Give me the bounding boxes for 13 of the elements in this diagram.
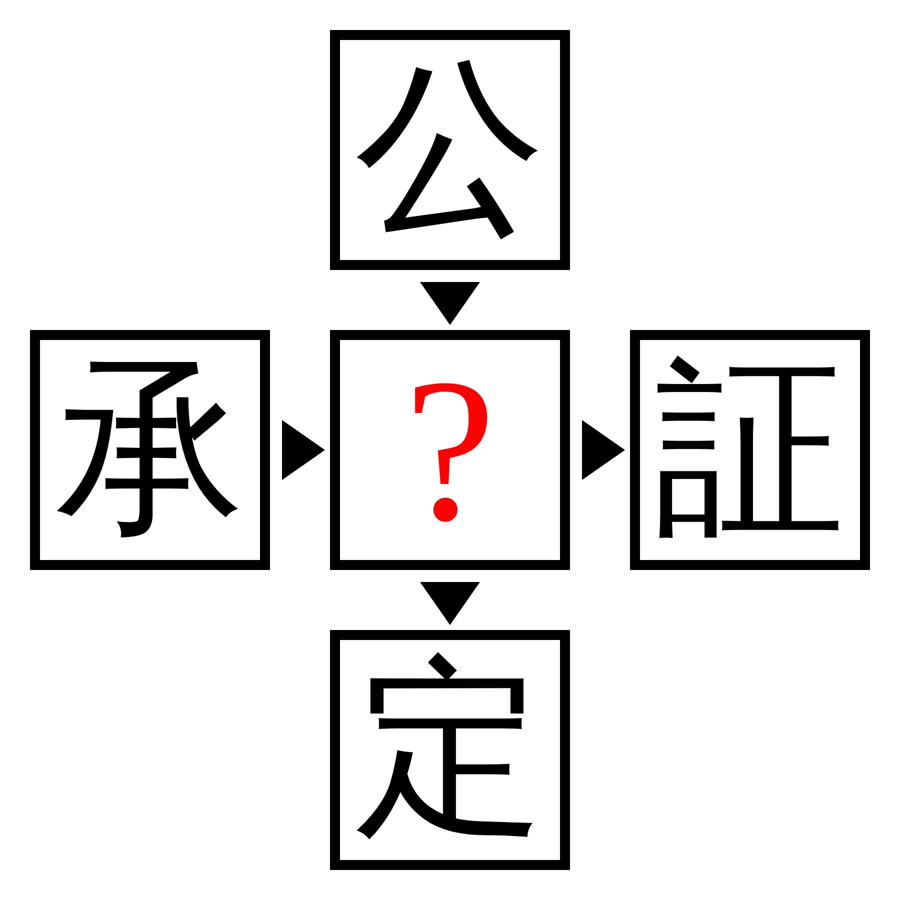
question-mark: ?: [404, 348, 496, 552]
character-box: [330, 630, 570, 870]
character-box: [30, 330, 270, 570]
character-box: [330, 330, 570, 570]
character-box: [330, 30, 570, 270]
kanji-character: 証: [655, 355, 845, 545]
arrow: [582, 420, 625, 480]
character-box: [630, 330, 870, 570]
arrow: [420, 282, 480, 325]
arrow: [282, 420, 325, 480]
arrow: [420, 582, 480, 625]
kanji-character: 承: [55, 355, 245, 545]
kanji-character: 公: [355, 55, 545, 245]
